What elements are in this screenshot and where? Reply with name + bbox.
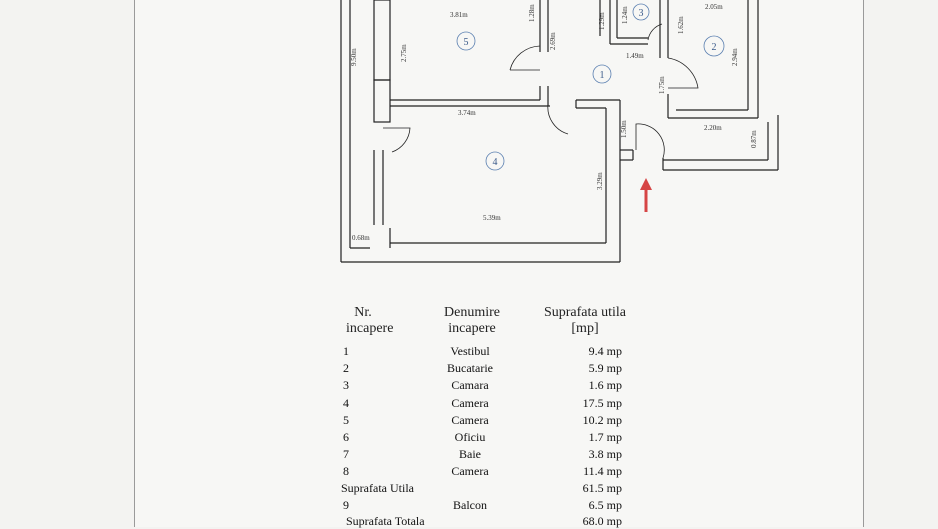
row-5-area: 10.2 mp [582,413,622,427]
dim-entry-side: 0.87m [750,130,758,148]
dim-r1-side: 1.75m [658,76,666,94]
room-5-walls [373,0,550,225]
dim-r3-b: 1.24m [621,6,629,24]
dim-r3-a: 1.29m [598,12,606,30]
balcon-name: Balcon [453,498,487,512]
row-7-area: 3.8 mp [588,447,622,461]
row-3-name: Camara [451,378,489,392]
document-sheet [134,0,864,527]
utila-label: Suprafata Utila [341,481,414,495]
header-name-line1: Denumire [444,305,500,320]
dim-r2-top: 2.05m [705,3,723,11]
row-2-area: 5.9 mp [588,361,622,375]
utila-area: 61.5 mp [582,481,622,495]
dim-r4-top: 3.74m [458,109,476,117]
dim-r4-bottom: 5.39m [483,214,501,222]
row-5-nr: 5 [343,413,349,427]
row-8-nr: 8 [343,464,349,478]
dim-r5-door: 1.28m [528,4,536,22]
door-arcs [383,23,699,159]
header-nr-line2: incapere [346,321,394,336]
totala-area: 68.0 mp [582,514,622,528]
outer-walls [340,0,779,263]
row-1-area: 9.4 mp [588,344,622,358]
header-area-line2: [mp] [571,321,599,336]
row-4-name: Camera [451,396,489,410]
room-3-marker [632,3,650,21]
dim-r2-side: 2.94m [731,48,739,66]
room-2-marker [703,35,725,57]
totala-label: Suprafata Totala [346,514,425,528]
row-6-area: 1.7 mp [588,430,622,444]
room-1-label: 1 [600,70,605,81]
row-6-name: Oficiu [454,430,486,444]
room-2-label: 2 [712,42,717,53]
row-7-nr: 7 [343,447,349,461]
dim-r3-width: 1.49m [626,52,644,60]
row-7-name: Baie [459,447,481,461]
room-4-marker [485,151,505,171]
row-1-name: Vestibul [450,344,490,358]
room-1-marker [592,64,612,84]
dim-r5-width: 3.81m [450,11,468,19]
balcon-area: 6.5 mp [588,498,622,512]
room-3-label: 3 [639,8,644,19]
dim-r5-height: 2.75m [400,44,408,62]
dimension-labels: 3.81m 2.75m 1.28m 2.69m 9.50m 3.74m 5.39… [350,3,758,242]
row-3-area: 1.6 mp [588,378,622,392]
row-1-nr: 1 [343,344,349,358]
row-5-name: Camera [451,413,489,427]
entrance-arrow-icon [640,178,652,212]
header-name: Denumire incapere [432,305,512,337]
row-6-nr: 6 [343,430,349,444]
header-area-line1: Suprafata utila [543,305,627,320]
header-area: Suprafata utila [mp] [535,305,635,337]
row-8-name: Camera [451,464,489,478]
balcon-nr: 9 [343,498,349,512]
row-4-area: 17.5 mp [582,396,622,410]
room-markers: 1 2 3 4 5 [456,3,725,171]
row-3-nr: 3 [343,378,349,392]
row-2-nr: 2 [343,361,349,375]
room-5-marker [456,31,476,51]
room-5-label: 5 [464,37,469,48]
dim-bottom-left: 0.68m [352,234,370,242]
row-8-area: 11.4 mp [583,464,622,478]
row-4-nr: 4 [343,396,349,410]
dim-r1-bottom: 2.20m [704,124,722,132]
dim-r4-right: 3.29m [596,172,604,190]
room-4-label: 4 [493,157,498,168]
dim-outer-height: 9.50m [350,48,358,66]
room-2-3-walls [599,0,759,119]
header-name-line2: incapere [448,321,496,336]
header-nr-line1: Nr. [354,305,372,320]
dim-r3-c: 1.62m [677,16,685,34]
dim-r5-side: 2.69m [549,32,557,50]
row-2-name: Bucatarie [447,361,493,375]
header-nr: Nr. incapere [346,305,394,337]
dim-corridor: 1.50m [620,120,628,138]
